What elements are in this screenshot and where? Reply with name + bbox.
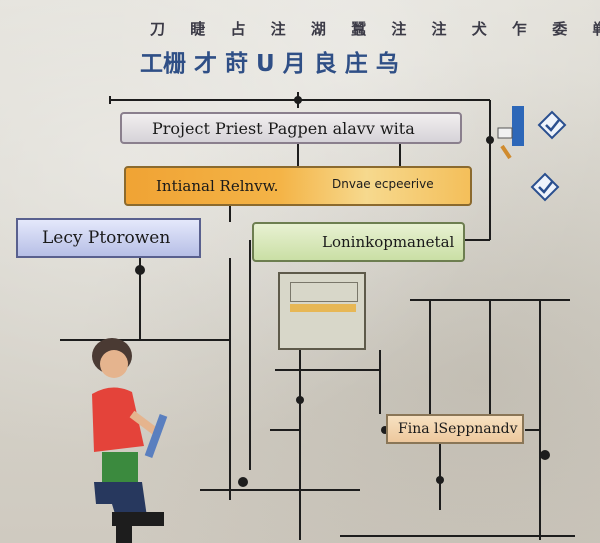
check-badge-icon: [537, 110, 567, 140]
machine-bar: [290, 304, 356, 312]
diagram-title: 工栅 才 莳 U 月 良 庄 乌: [140, 51, 399, 77]
final-box: Fina lSeppnandv: [386, 414, 524, 444]
legacy-box: Lecy Ptorowen: [16, 218, 201, 258]
project-box-label: Project Priest Pagpen alavv wita: [152, 118, 415, 138]
person-figure-icon: [92, 338, 168, 543]
initial-review-label: Intianal Relnvw.: [156, 177, 279, 195]
final-box-label: Fina lSeppnandv: [398, 421, 518, 437]
link-box: Loninkopmanetal: [252, 222, 465, 262]
initial-review-box: Intianal Relnvw. Dnvae ecpeerive: [124, 166, 472, 206]
pencil-icon: [497, 106, 524, 160]
initial-review-right-label: Dnvae ecpeerive: [332, 177, 434, 191]
machine-window: [290, 282, 358, 302]
check-badge-icon: [530, 172, 560, 202]
machine-illustration: [278, 272, 366, 350]
link-box-label: Loninkopmanetal: [322, 233, 455, 251]
legacy-box-label: Lecy Ptorowen: [42, 228, 171, 248]
project-box: Project Priest Pagpen alavv wita: [120, 112, 462, 144]
